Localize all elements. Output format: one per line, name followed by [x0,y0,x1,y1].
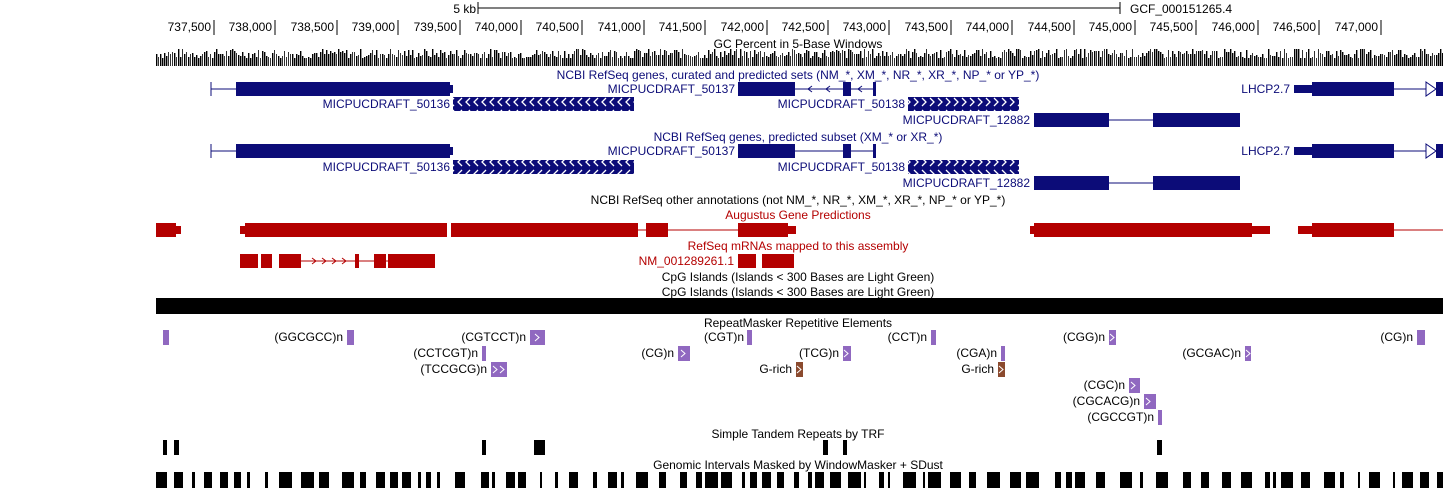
ruler-tick-label: 746,500 [1272,20,1316,34]
ruler-tick-label: 744,000 [965,20,1009,34]
gene-label-12882-pred[interactable]: MICPUCDRAFT_12882 [902,176,1030,190]
repeatmasker-title: RepeatMasker Repetitive Elements [703,316,893,330]
ruler-tick-label: 745,500 [1149,20,1193,34]
gene-micpucdraft-12882-pred-b[interactable] [1034,176,1240,190]
refseq-curated-title: NCBI RefSeq genes, curated and predicted… [556,68,1040,82]
assembly-label: GCF_000151265.4 [1130,2,1233,16]
trf-track[interactable] [163,440,1162,455]
ruler-tick-label: 740,500 [535,20,579,34]
repeat-label[interactable]: G-rich [759,362,792,376]
repeat-label[interactable]: (CG)n [1380,330,1413,344]
repeatmasker-track[interactable] [163,330,1425,425]
refseq-predicted-track[interactable] [210,143,1443,190]
refseq-predicted-title: NCBI RefSeq genes, predicted subset (XM_… [653,130,943,144]
augustus-track[interactable] [156,223,1443,237]
scale-bar [477,2,1121,14]
gene-lhcp2-7-pred[interactable] [1294,143,1443,159]
gene-label-50136[interactable]: MICPUCDRAFT_50136 [322,97,450,111]
repeat-label[interactable]: (CCTCGT)n [413,346,478,360]
ruler-tick-label: 739,000 [351,20,395,34]
cpg-island-bar[interactable] [156,298,1443,314]
gc-percent-title: GC Percent in 5-Base Windows [713,37,883,51]
position-ruler[interactable] [156,20,1443,35]
repeat-label[interactable]: (CGTCCT)n [461,330,526,344]
ruler-tick-label: 743,500 [904,20,948,34]
ruler-tick-label: 738,500 [290,20,334,34]
repeat-label[interactable]: (TCCGCG)n [420,362,487,376]
ruler-tick-label: 746,000 [1211,20,1255,34]
gene-label-50137[interactable]: MICPUCDRAFT_50137 [607,82,735,96]
refseq-other-title: NCBI RefSeq other annotations (not NM_*,… [590,193,1006,207]
ruler-tick-label: 744,500 [1027,20,1071,34]
refseq-mrna-title: RefSeq mRNAs mapped to this assembly [687,239,909,253]
repeat-label[interactable]: (CGT)n [704,330,744,344]
windowmasker-title: Genomic Intervals Masked by WindowMasker… [653,458,943,472]
ruler-tick-label: 741,500 [658,20,702,34]
augustus-title: Augustus Gene Predictions [725,208,871,222]
gene-label-lhcp2-7[interactable]: LHCP2.7 [1241,82,1290,96]
ruler-tick-label: 742,000 [720,20,764,34]
windowmasker-track[interactable] [156,472,1443,488]
ruler-tick-label: 745,000 [1088,20,1132,34]
refseq-mrna-track[interactable] [240,254,794,268]
gene-micpucdraft-12882-b[interactable] [1034,113,1240,127]
gene-micpucdraft-12882-pred-a[interactable] [908,160,1019,174]
repeat-label[interactable]: (CCT)n [887,330,927,344]
mrna-item-label[interactable]: NM_001289261.1 [638,254,734,268]
repeat-label[interactable]: (CG)n [641,346,674,360]
gene-micpucdraft-50137[interactable] [453,97,634,111]
repeat-label[interactable]: (GCGAC)n [1182,346,1241,360]
repeat-label[interactable]: (CGC)n [1083,378,1125,392]
gene-label-lhcp2-7-pred[interactable]: LHCP2.7 [1241,144,1290,158]
trf-title: Simple Tandem Repeats by TRF [711,427,885,441]
gene-label-50136-pred[interactable]: MICPUCDRAFT_50136 [322,160,450,174]
ruler-tick-label: 739,500 [413,20,457,34]
repeat-label[interactable]: (CGG)n [1063,330,1105,344]
repeat-label[interactable]: (TCG)n [799,346,839,360]
repeat-label[interactable]: (CGCCGT)n [1087,410,1154,424]
gene-lhcp2-7[interactable] [1294,81,1443,97]
ruler-tick-label: 747,000 [1334,20,1378,34]
gene-label-50138[interactable]: MICPUCDRAFT_50138 [777,97,905,111]
gene-micpucdraft-12882-a[interactable] [908,97,1019,111]
ruler-tick-label: 741,000 [597,20,641,34]
repeat-label[interactable]: (CGCACG)n [1072,394,1140,408]
cpg-title-2: CpG Islands (Islands < 300 Bases are Lig… [661,285,935,299]
gene-micpucdraft-50138[interactable] [738,82,876,96]
ruler-tick-label: 738,000 [228,20,272,34]
ruler-tick-label: 742,500 [781,20,825,34]
ruler-tick-label: 740,000 [474,20,518,34]
repeat-label[interactable]: G-rich [961,362,994,376]
refseq-curated-track[interactable] [210,81,1443,127]
ruler-tick-label: 737,500 [167,20,211,34]
gene-micpucdraft-50136-pred[interactable] [210,144,453,158]
gene-micpucdraft-50138-pred[interactable] [738,144,876,158]
gene-micpucdraft-50136[interactable] [210,82,453,96]
gene-label-12882[interactable]: MICPUCDRAFT_12882 [902,113,1030,127]
gene-micpucdraft-50137-pred[interactable] [453,160,634,174]
ruler-tick-label: 743,000 [842,20,886,34]
scale-bar-label: 5 kb [453,2,476,16]
gene-label-50137-pred[interactable]: MICPUCDRAFT_50137 [607,144,735,158]
repeat-label[interactable]: (CGA)n [956,346,997,360]
cpg-title-1: CpG Islands (Islands < 300 Bases are Lig… [661,270,935,284]
repeat-label[interactable]: (GGCGCC)n [274,330,343,344]
gene-label-50138-pred[interactable]: MICPUCDRAFT_50138 [777,160,905,174]
gc-percent-track[interactable] [156,49,1443,66]
